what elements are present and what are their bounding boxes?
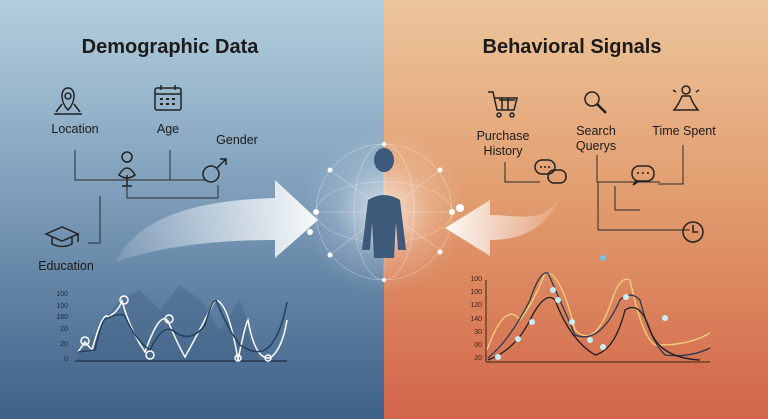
map-pin-icon [54,87,82,115]
time-spent-label: Time Spent [652,124,716,138]
meditation-person-icon [672,85,700,111]
age-label: Age [156,122,180,136]
left-flow-arrow [115,180,318,262]
tick-label: 20 [474,355,482,362]
purchase-history-label: Purchase History [476,129,530,158]
clock-icon [682,221,704,243]
education-label: Education [38,259,94,273]
right-connectors [504,145,690,231]
chat-bubbles-icon [534,159,567,184]
tick-label: 20 [60,326,68,333]
gender-icon [202,158,227,183]
tick-label: 0 [64,356,68,363]
tick-label: 30 [474,329,482,336]
gender-label: Gender [216,133,258,147]
tick-label: 160 [56,314,68,321]
right-line-chart [485,255,711,363]
tick-label: 100 [56,291,68,298]
tick-label: 100 [56,303,68,310]
behavioral-title: Behavioral Signals [482,36,662,58]
search-queries-label: Search Querys [575,124,617,153]
shopping-cart-icon [488,91,518,118]
chat-bubble-icon [631,165,655,186]
tick-label: 20 [60,341,68,348]
calendar-icon [154,85,182,111]
left-connectors [74,150,219,244]
magnifier-icon [584,91,607,114]
tick-label: 100 [470,289,482,296]
tick-label: 140 [470,316,482,323]
demographic-title: Demographic Data [81,36,259,58]
graduation-cap-icon [44,226,80,248]
right-flow-arrow [445,195,560,256]
person-silhouette-icon [362,148,406,258]
tick-label: 120 [470,302,482,309]
tick-label: 100 [470,276,482,283]
tick-label: 00 [474,342,482,349]
network-nodes [307,142,464,282]
left-line-chart [75,285,288,362]
person-outline-icon [118,151,136,187]
location-label: Location [51,122,99,136]
